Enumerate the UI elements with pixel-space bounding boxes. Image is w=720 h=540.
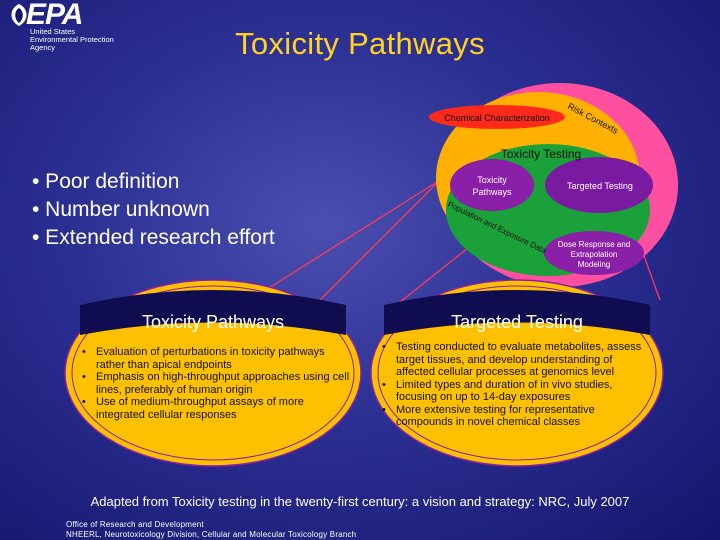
main-bullet-item: • Poor definition	[32, 170, 180, 193]
list-item: Use of medium-throughput assays of more …	[78, 396, 354, 421]
logo-letters: EPA	[26, 0, 83, 31]
targeted-testing-title-band	[384, 290, 650, 335]
agency-line-2: Environmental Protection	[30, 35, 114, 44]
office-line-1: Office of Research and Development	[66, 520, 204, 529]
dose-response-line-3: Modeling	[578, 260, 610, 269]
office-credit: Office of Research and Development NHEER…	[66, 520, 356, 540]
epa-flower-icon	[11, 4, 27, 26]
targeted-testing-ellipse	[545, 157, 653, 213]
list-item: Emphasis on high-throughput approaches u…	[78, 371, 354, 396]
slide-title: Toxicity Pathways	[235, 26, 485, 61]
agency-line-3: Agency	[30, 43, 56, 52]
targeted-testing-label: Targeted Testing	[567, 181, 633, 191]
toxicity-pathways-list: Evaluation of perturbations in toxicity …	[78, 346, 354, 421]
toxicity-testing-label: Toxicity Testing	[501, 147, 581, 161]
targeted-testing-list: Testing conducted to evaluate metabolite…	[378, 341, 650, 429]
toxicity-pathways-line-2: Pathways	[472, 187, 512, 197]
list-item: More extensive testing for representativ…	[378, 404, 650, 429]
list-item: Testing conducted to evaluate metabolite…	[378, 341, 650, 379]
targeted-testing-panel-title: Targeted Testing	[451, 312, 583, 332]
dose-response-line-2: Extrapolation	[571, 250, 618, 259]
source-citation: Adapted from Toxicity testing in the twe…	[90, 494, 630, 509]
list-item: Limited types and duration of in vivo st…	[378, 379, 650, 404]
chemical-characterization-label: Chemical Characterization	[444, 113, 550, 123]
toxicity-pathways-panel-title: Toxicity Pathways	[141, 312, 285, 332]
epa-logo: EPA United States Environmental Protecti…	[4, 0, 124, 52]
toxicity-pathways-line-1: Toxicity	[477, 175, 507, 185]
chemical-characterization-ellipse	[429, 105, 565, 129]
office-line-2: NHEERL, Neurotoxicology Division, Cellul…	[66, 530, 357, 539]
main-bullet-item: • Extended research effort	[32, 226, 275, 249]
dose-response-line-1: Dose Response and	[558, 240, 631, 249]
connector-line-left-1	[249, 179, 441, 301]
agency-line-1: United States	[30, 27, 76, 36]
dose-response-ellipse	[544, 231, 644, 275]
toxicity-pathways-ellipse	[450, 159, 534, 211]
toxicity-pathways-title-band	[80, 290, 346, 335]
list-item: Evaluation of perturbations in toxicity …	[78, 346, 354, 371]
main-bullet-list: • Poor definition • Number unknown • Ext…	[32, 168, 275, 252]
connector-line-left-2	[319, 179, 441, 301]
main-bullet-item: • Number unknown	[32, 198, 210, 221]
